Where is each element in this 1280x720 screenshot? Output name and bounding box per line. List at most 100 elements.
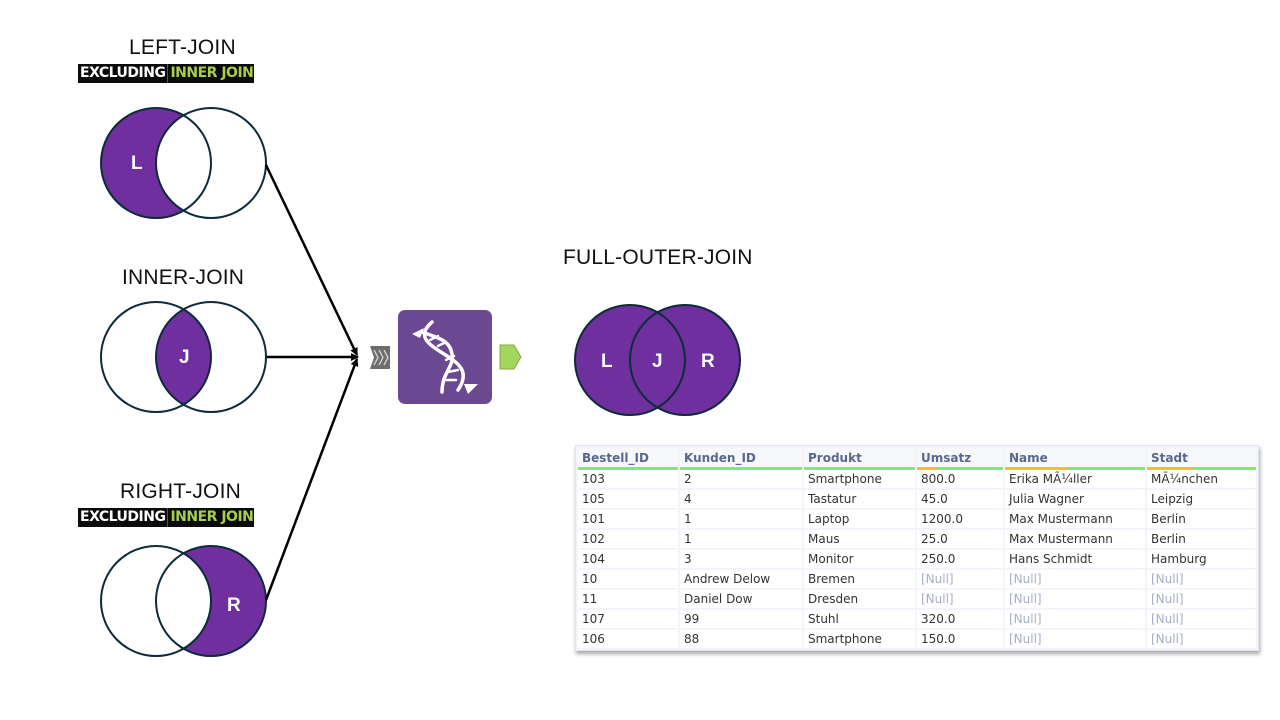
column-quality-bar [804, 467, 915, 470]
column-header-label: Bestell_ID [582, 451, 649, 465]
table-cell[interactable]: [Null] [1147, 630, 1256, 648]
table-cell[interactable]: [Null] [1147, 570, 1256, 588]
table-cell[interactable]: Maus [804, 530, 915, 548]
arrow-right-join-to-tool [264, 358, 359, 601]
arrow-left-join-to-tool [264, 164, 359, 356]
table-cell[interactable]: Leipzig [1147, 490, 1256, 508]
table-cell[interactable]: Laptop [804, 510, 915, 528]
table-cell[interactable]: 1 [680, 510, 802, 528]
table-cell[interactable]: 104 [578, 550, 678, 568]
table-cell[interactable]: 45.0 [917, 490, 1003, 508]
badge-inner-join: INNER JOIN [170, 509, 254, 525]
table-cell[interactable]: [Null] [917, 570, 1003, 588]
table-cell[interactable]: Hans Schmidt [1005, 550, 1145, 568]
table-cell[interactable]: 25.0 [917, 530, 1003, 548]
badge-divider [167, 64, 169, 83]
table-cell[interactable]: [Null] [1005, 570, 1145, 588]
column-quality-bar [680, 467, 802, 470]
table-cell[interactable]: Berlin [1147, 530, 1256, 548]
column-header[interactable]: Bestell_ID [578, 448, 678, 470]
table-cell[interactable]: [Null] [1005, 610, 1145, 628]
venn-left-circle [574, 304, 686, 416]
table-cell[interactable]: 10 [578, 570, 678, 588]
table-cell[interactable]: [Null] [1147, 610, 1256, 628]
venn-intersection-clear [156, 108, 211, 218]
table-cell[interactable]: 101 [578, 510, 678, 528]
venn-left-circle [100, 301, 212, 413]
column-quality-bar [1147, 467, 1256, 470]
table-cell[interactable]: 150.0 [917, 630, 1003, 648]
table-cell[interactable]: 107 [578, 610, 678, 628]
column-header[interactable]: Produkt [804, 448, 915, 470]
table-cell[interactable]: Smartphone [804, 630, 915, 648]
column-quality-bar [1005, 467, 1145, 470]
table-cell[interactable]: [Null] [1005, 630, 1145, 648]
table-cell[interactable]: 103 [578, 470, 678, 488]
table-cell[interactable]: 99 [680, 610, 802, 628]
column-header[interactable]: Umsatz [917, 448, 1003, 470]
venn-label-r: R [227, 595, 241, 616]
table-cell[interactable]: MÃ¼nchen [1147, 470, 1256, 488]
venn-label-j: J [179, 347, 190, 368]
table-cell[interactable]: 1 [680, 530, 802, 548]
table-cell[interactable]: Bremen [804, 570, 915, 588]
table-cell[interactable]: 4 [680, 490, 802, 508]
table-cell[interactable]: [Null] [1005, 590, 1145, 608]
column-header-label: Umsatz [921, 451, 972, 465]
table-cell[interactable]: Dresden [804, 590, 915, 608]
table-cell[interactable]: Smartphone [804, 470, 915, 488]
right-join-venn: R [100, 545, 267, 657]
table-cell[interactable]: 105 [578, 490, 678, 508]
table-cell[interactable]: Berlin [1147, 510, 1256, 528]
table-cell[interactable]: Tastatur [804, 490, 915, 508]
right-join-title: RIGHT-JOIN [120, 480, 241, 503]
input-chevron-icon[interactable] [370, 346, 390, 369]
table-cell[interactable]: Erika MÃ¼ller [1005, 470, 1145, 488]
table-cell[interactable]: 88 [680, 630, 802, 648]
column-header-label: Kunden_ID [684, 451, 756, 465]
table-cell[interactable]: 102 [578, 530, 678, 548]
table-cell[interactable]: Max Mustermann [1005, 530, 1145, 548]
table-cell[interactable]: 1200.0 [917, 510, 1003, 528]
table-cell[interactable]: Julia Wagner [1005, 490, 1145, 508]
column-quality-bar [578, 467, 678, 470]
table-cell[interactable]: Hamburg [1147, 550, 1256, 568]
inner-join-title: INNER-JOIN [122, 266, 245, 289]
table-cell[interactable]: [Null] [1147, 590, 1256, 608]
table-cell[interactable]: 320.0 [917, 610, 1003, 628]
join-tool[interactable] [398, 310, 492, 404]
table-cell[interactable]: Max Mustermann [1005, 510, 1145, 528]
column-header[interactable]: Name [1005, 448, 1145, 470]
table-cell[interactable]: 11 [578, 590, 678, 608]
table-cell[interactable]: 250.0 [917, 550, 1003, 568]
table-cell[interactable]: [Null] [917, 590, 1003, 608]
column-header[interactable]: Kunden_ID [680, 448, 802, 470]
table-cell[interactable]: Andrew Delow [680, 570, 802, 588]
table-cell[interactable]: 106 [578, 630, 678, 648]
venn-intersection-fill [156, 302, 211, 412]
table-cell[interactable]: 2 [680, 470, 802, 488]
output-arrow-icon[interactable] [499, 344, 522, 370]
badge-inner-join: INNER JOIN [170, 65, 254, 81]
venn-label-j: J [652, 351, 663, 372]
table-cell[interactable]: 800.0 [917, 470, 1003, 488]
table-cell[interactable]: Monitor [804, 550, 915, 568]
table-cell[interactable]: 3 [680, 550, 802, 568]
column-header[interactable]: Stadt [1147, 448, 1256, 470]
table-cell[interactable]: Stuhl [804, 610, 915, 628]
table-cell[interactable]: Daniel Dow [680, 590, 802, 608]
venn-right-circle [155, 301, 267, 413]
results-table: Bestell_ID Kunden_ID Produkt Umsatz Name… [576, 446, 1258, 650]
venn-label-r: R [701, 351, 715, 372]
badge-divider [167, 508, 169, 527]
